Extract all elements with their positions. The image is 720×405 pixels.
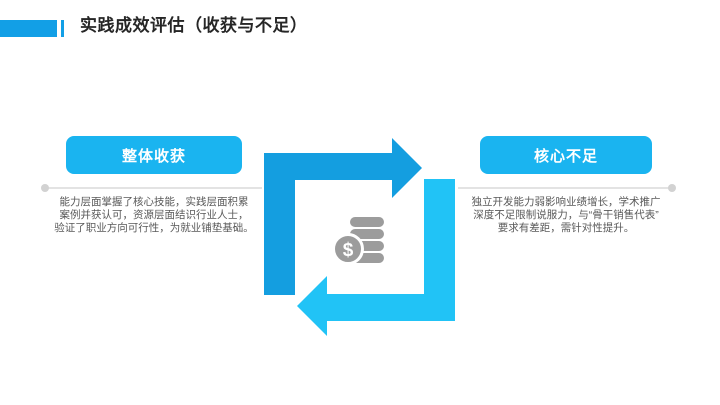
shortcomings-text: 独立开发能力弱影响业绩增长，学术推广 深度不足限制说服力，与“骨干销售代表” 要… — [466, 196, 666, 235]
shortcomings-text-line-2: 深度不足限制说服力，与“骨干销售代表” — [473, 209, 659, 221]
connector-dot-left — [41, 184, 49, 192]
coin-bar-2 — [350, 229, 384, 239]
cycle-arrows-graphic: $ — [262, 138, 458, 340]
cycle-arrow-bottom-icon — [297, 179, 455, 336]
gains-text-line-3: 验证了职业方向可行性，为就业铺垫基础。 — [54, 222, 254, 234]
title-accent-bar — [0, 20, 57, 37]
dollar-icon: $ — [343, 240, 354, 261]
gains-text-line-2: 案例并获认可，资源层面结识行业人士， — [59, 209, 249, 221]
connector-dot-right — [668, 184, 676, 192]
shortcomings-button[interactable]: 核心不足 — [480, 136, 652, 174]
coin-stack-dollar-icon: $ — [332, 217, 384, 265]
title-accent-tick — [61, 20, 64, 37]
shortcomings-text-line-1: 独立开发能力弱影响业绩增长，学术推广 — [471, 196, 661, 208]
dollar-coin-circle — [332, 233, 364, 265]
coin-bar-1 — [350, 217, 384, 227]
cycle-arrow-top-icon — [264, 138, 422, 295]
gains-button[interactable]: 整体收获 — [66, 136, 242, 174]
page-title: 实践成效评估（收获与不足） — [80, 16, 308, 35]
gains-text-line-1: 能力层面掌握了核心技能，实践层面积累 — [59, 196, 249, 208]
gains-text: 能力层面掌握了核心技能，实践层面积累 案例并获认可，资源层面结识行业人士， 验证… — [54, 196, 254, 235]
shortcomings-text-line-3: 要求有差距，需针对性提升。 — [497, 222, 635, 234]
